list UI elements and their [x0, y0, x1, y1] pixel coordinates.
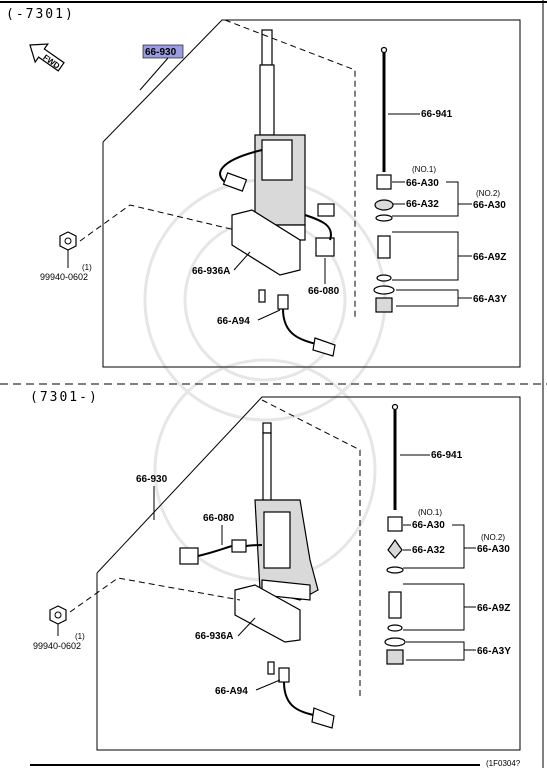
nut-2-icon [49, 605, 67, 625]
section-2-a30-upper-label: 66-A30 [412, 520, 445, 531]
section-1-bracket-label: 66-936A [192, 266, 230, 277]
footer-code: (1F0304? [486, 759, 521, 768]
section-1-frame [102, 19, 521, 368]
rod-1 [380, 46, 388, 172]
cable-1 [258, 289, 336, 357]
section-2-frame [96, 396, 521, 751]
antenna-mast-2 [254, 422, 319, 601]
section-2-nut-qty: (1) [75, 632, 85, 641]
section-2-no2-note: (NO.2) [481, 533, 505, 542]
section-1-a3y-label: 66-A3Y [473, 294, 507, 305]
rod-2 [391, 403, 399, 510]
section-1-connector-label: 66-080 [308, 286, 340, 297]
section-1-nut-label: 99940-0602 [40, 272, 88, 282]
section-2-rod-label: 66-941 [431, 450, 463, 461]
section-2-bracket-label: 66-936A [195, 631, 233, 642]
section-1-rod-label: 66-941 [421, 109, 453, 120]
cable-2 [267, 661, 335, 729]
bracket-2 [234, 584, 301, 643]
section-2-nut-label: 99940-0602 [33, 641, 81, 651]
section-2-assembly-label: 66-930 [136, 474, 168, 485]
section-2-no1-note: (NO.1) [418, 508, 442, 517]
section-1-a30-lower-label: 66-A30 [473, 200, 506, 211]
section-1-range: (-7301) [6, 7, 75, 22]
section-1-a32-label: 66-A32 [406, 199, 439, 210]
small-parts-1 [373, 174, 395, 313]
connector-2 [179, 539, 263, 565]
nut-1-icon [59, 231, 77, 251]
antenna-mast-1 [219, 29, 306, 241]
bracket-1 [231, 209, 301, 276]
section-2-a9z-label: 66-A9Z [477, 603, 510, 614]
section-1-nut-qty: (1) [82, 263, 92, 272]
section-1-a9z-label: 66-A9Z [473, 252, 506, 263]
section-2-a3y-label: 66-A3Y [477, 646, 511, 657]
section-2-connector-label: 66-080 [203, 513, 235, 524]
section-2-a30-lower-label: 66-A30 [477, 544, 510, 555]
section-1-cable-label: 66-A94 [217, 316, 250, 327]
assembly-label-highlight [142, 44, 184, 59]
section-1-no2-note: (NO.2) [476, 189, 500, 198]
section-1-no1-note: (NO.1) [412, 165, 436, 174]
section-1-assembly-label: 66-930 [145, 47, 177, 58]
connector-1 [304, 203, 335, 257]
small-parts-2 [384, 516, 406, 665]
section-2-range: (7301-) [30, 390, 99, 405]
section-1-a30-upper-label: 66-A30 [406, 178, 439, 189]
section-2-a32-label: 66-A32 [412, 545, 445, 556]
section-2-cable-label: 66-A94 [215, 686, 248, 697]
fwd-arrow-icon: FWD [29, 43, 65, 72]
